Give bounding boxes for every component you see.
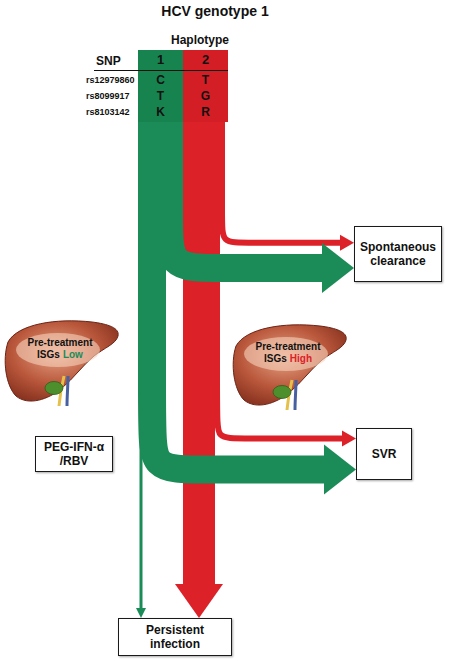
- arrow-shaft: [183, 122, 215, 585]
- outcome-box: Spontaneous clearance: [354, 226, 442, 282]
- allele-letter: G: [183, 88, 228, 104]
- liver-illustration: [5, 321, 118, 406]
- outcome-box: SVR: [356, 428, 412, 480]
- liver-shape: [5, 321, 118, 401]
- diagram-title: HCV genotype 1: [115, 3, 315, 19]
- allele-letter: T: [138, 88, 183, 104]
- arrow-shaft: [152, 122, 325, 470]
- column-heading: SNP: [96, 52, 136, 70]
- arrow-head: [340, 235, 354, 251]
- box-label: Spontaneous clearance: [358, 240, 438, 268]
- arrow-head: [322, 243, 354, 293]
- portal-vein: [295, 380, 296, 410]
- snp-id: rs8103142: [86, 104, 140, 120]
- snp-id: rs12979860: [86, 72, 140, 88]
- liver-caption-group: Pre-treatment ISGsHigh: [242, 341, 334, 365]
- isg-level: Low: [63, 349, 83, 360]
- portal-vein: [67, 376, 68, 406]
- snp-id: rs8099917: [86, 88, 140, 104]
- liver-caption-group: Pre-treatment ISGsLow: [14, 337, 106, 361]
- flow-arrow: [222, 122, 354, 251]
- box-label: PEG-IFN-α /RBV: [39, 440, 109, 468]
- outcome-box: Persistent infection: [118, 618, 232, 656]
- outcome-box: PEG-IFN-α /RBV: [35, 436, 113, 472]
- allele-letter: R: [183, 104, 228, 120]
- liver-illustration: [233, 325, 346, 410]
- flow-arrow: [217, 122, 356, 446]
- gallbladder: [45, 382, 63, 395]
- gallbladder: [273, 386, 291, 399]
- haplotype-column: 1CTK: [138, 50, 183, 122]
- haplotype-heading: Haplotype: [150, 33, 250, 48]
- allele-letter: C: [138, 72, 183, 88]
- arrow-head: [342, 430, 356, 446]
- arrow-head: [324, 445, 356, 495]
- liver-highlight: [244, 337, 328, 371]
- isg-level: High: [290, 353, 312, 364]
- flow-arrow: [152, 122, 356, 495]
- flow-arrow: [136, 122, 146, 618]
- allele-letter: K: [138, 104, 183, 120]
- box-label: SVR: [372, 447, 397, 461]
- haplotype-number: 1: [138, 50, 183, 70]
- liver-shape: [233, 325, 346, 405]
- arrow-shaft: [169, 122, 323, 268]
- haplotype-number: 2: [183, 50, 228, 70]
- table-rule: [94, 70, 228, 71]
- arrow-head: [175, 584, 223, 618]
- arrow-head: [136, 608, 146, 618]
- box-label: Persistent infection: [122, 623, 228, 651]
- arrow-shaft: [222, 122, 341, 243]
- flow-arrow: [169, 122, 354, 293]
- haplotype-column: 2TGR: [183, 50, 228, 122]
- liver-highlight: [16, 333, 100, 367]
- allele-letter: T: [183, 72, 228, 88]
- arrow-shaft: [140, 122, 143, 609]
